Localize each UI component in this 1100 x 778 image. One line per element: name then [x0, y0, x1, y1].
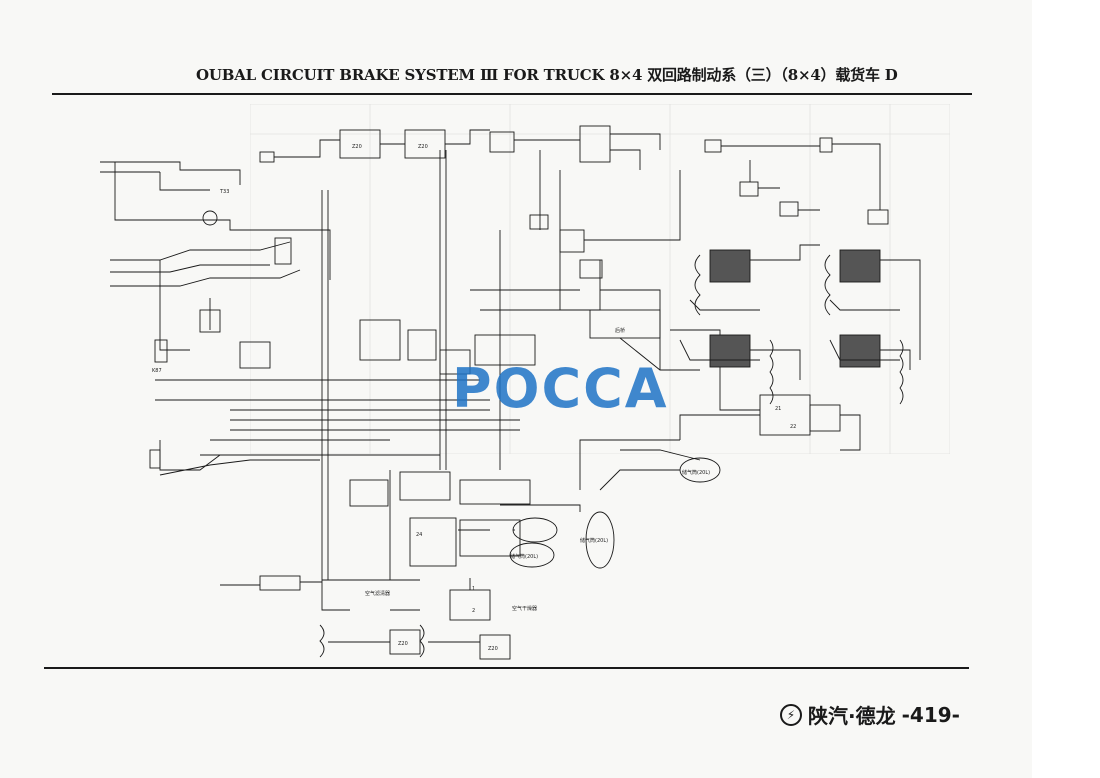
tag-24: 24	[416, 532, 422, 538]
callout-rear-axle: 后桥	[615, 327, 625, 334]
tag-z20-bottom-right: Z20	[488, 646, 498, 652]
callout-front: 空气滤清器	[365, 590, 390, 597]
callout-tank-mid: 储气筒(20L)	[580, 537, 608, 544]
tag-2: 2	[472, 608, 475, 614]
tag-1: 1	[472, 586, 475, 592]
page-number: -419-	[901, 702, 960, 727]
watermark-logo: POCCA	[452, 357, 669, 420]
ghost-table	[250, 104, 950, 454]
tag-21: 21	[775, 406, 781, 412]
footer-rule	[44, 667, 969, 669]
tag-z20-top: Z20	[352, 144, 362, 150]
tag-22: 22	[790, 424, 796, 430]
shaanxi-logo-icon: ⚡	[780, 703, 802, 726]
header-rule	[52, 93, 972, 95]
page-footer: ⚡ 陕汽·德龙 -419-	[780, 700, 960, 729]
page-margin	[1032, 0, 1100, 778]
tag-t33: T33	[219, 189, 229, 195]
brake-circuit-diagram: T33 Z20 Z20 Z20 Z20 K87 1 2 21 22 24 空气干…	[100, 125, 921, 660]
callout-tank-left: 储气筒(20L)	[510, 553, 538, 560]
tag-z20-mid: Z20	[418, 144, 428, 150]
callout-dryer: 空气干燥器	[512, 605, 537, 612]
tag-k87: K87	[152, 368, 162, 374]
footer-brand: 陕汽·德龙	[808, 704, 896, 728]
callout-tank-right: 储气筒(20L)	[682, 469, 710, 476]
pipe-network	[100, 125, 921, 660]
tag-z20-bottom-left: Z20	[398, 641, 408, 647]
page-title: OUBAL CIRCUIT BRAKE SYSTEM Ⅲ FOR TRUCK 8…	[196, 66, 898, 84]
